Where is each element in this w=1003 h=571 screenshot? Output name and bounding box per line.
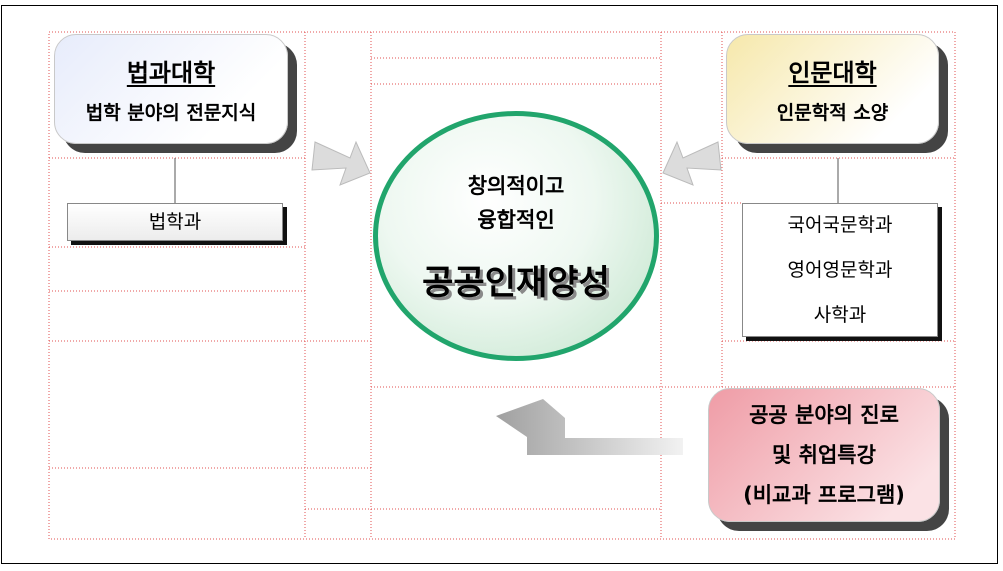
humanities-college-subtitle: 인문학적 소양 xyxy=(776,102,889,124)
public-career-line-2: 및 취업특강 xyxy=(772,443,876,467)
humanities-college-title: 인문대학 xyxy=(788,59,877,87)
department-label: 국어국문학과 xyxy=(787,213,893,236)
department-label: 영어영문학과 xyxy=(787,258,893,281)
center-line-2: 융합적인 xyxy=(477,207,555,232)
public-career-line-3: (비교과 프로그램) xyxy=(743,483,905,507)
law-department-box: 법학과 xyxy=(67,203,283,241)
public-career-box: 공공 분야의 진로 및 취업특강 (비교과 프로그램) xyxy=(708,388,940,522)
outer-frame xyxy=(1,5,998,564)
humanities-college-box: 인문대학 인문학적 소양 xyxy=(726,34,939,144)
law-college-subtitle: 법학 분야의 전문지식 xyxy=(85,102,257,124)
department-label: 법학과 xyxy=(148,211,202,233)
arrow-career-to-center-icon xyxy=(496,399,683,455)
arrow-law-to-center-icon xyxy=(311,140,371,186)
law-college-title: 법과대학 xyxy=(126,59,216,87)
humanities-department-box: 국어국문학과 영어영문학과 사학과 xyxy=(742,203,938,337)
arrow-humanities-to-center-icon xyxy=(662,140,722,186)
law-college-box: 법과대학 법학 분야의 전문지식 xyxy=(54,34,288,144)
public-career-line-1: 공공 분야의 진로 xyxy=(749,403,899,427)
center-line-1: 창의적이고 xyxy=(467,173,565,198)
center-goal-circle: 창의적이고 융합적인 공공인재양성 xyxy=(373,111,659,361)
center-main-text: 공공인재양성 xyxy=(422,262,610,303)
department-label: 사학과 xyxy=(813,303,867,326)
